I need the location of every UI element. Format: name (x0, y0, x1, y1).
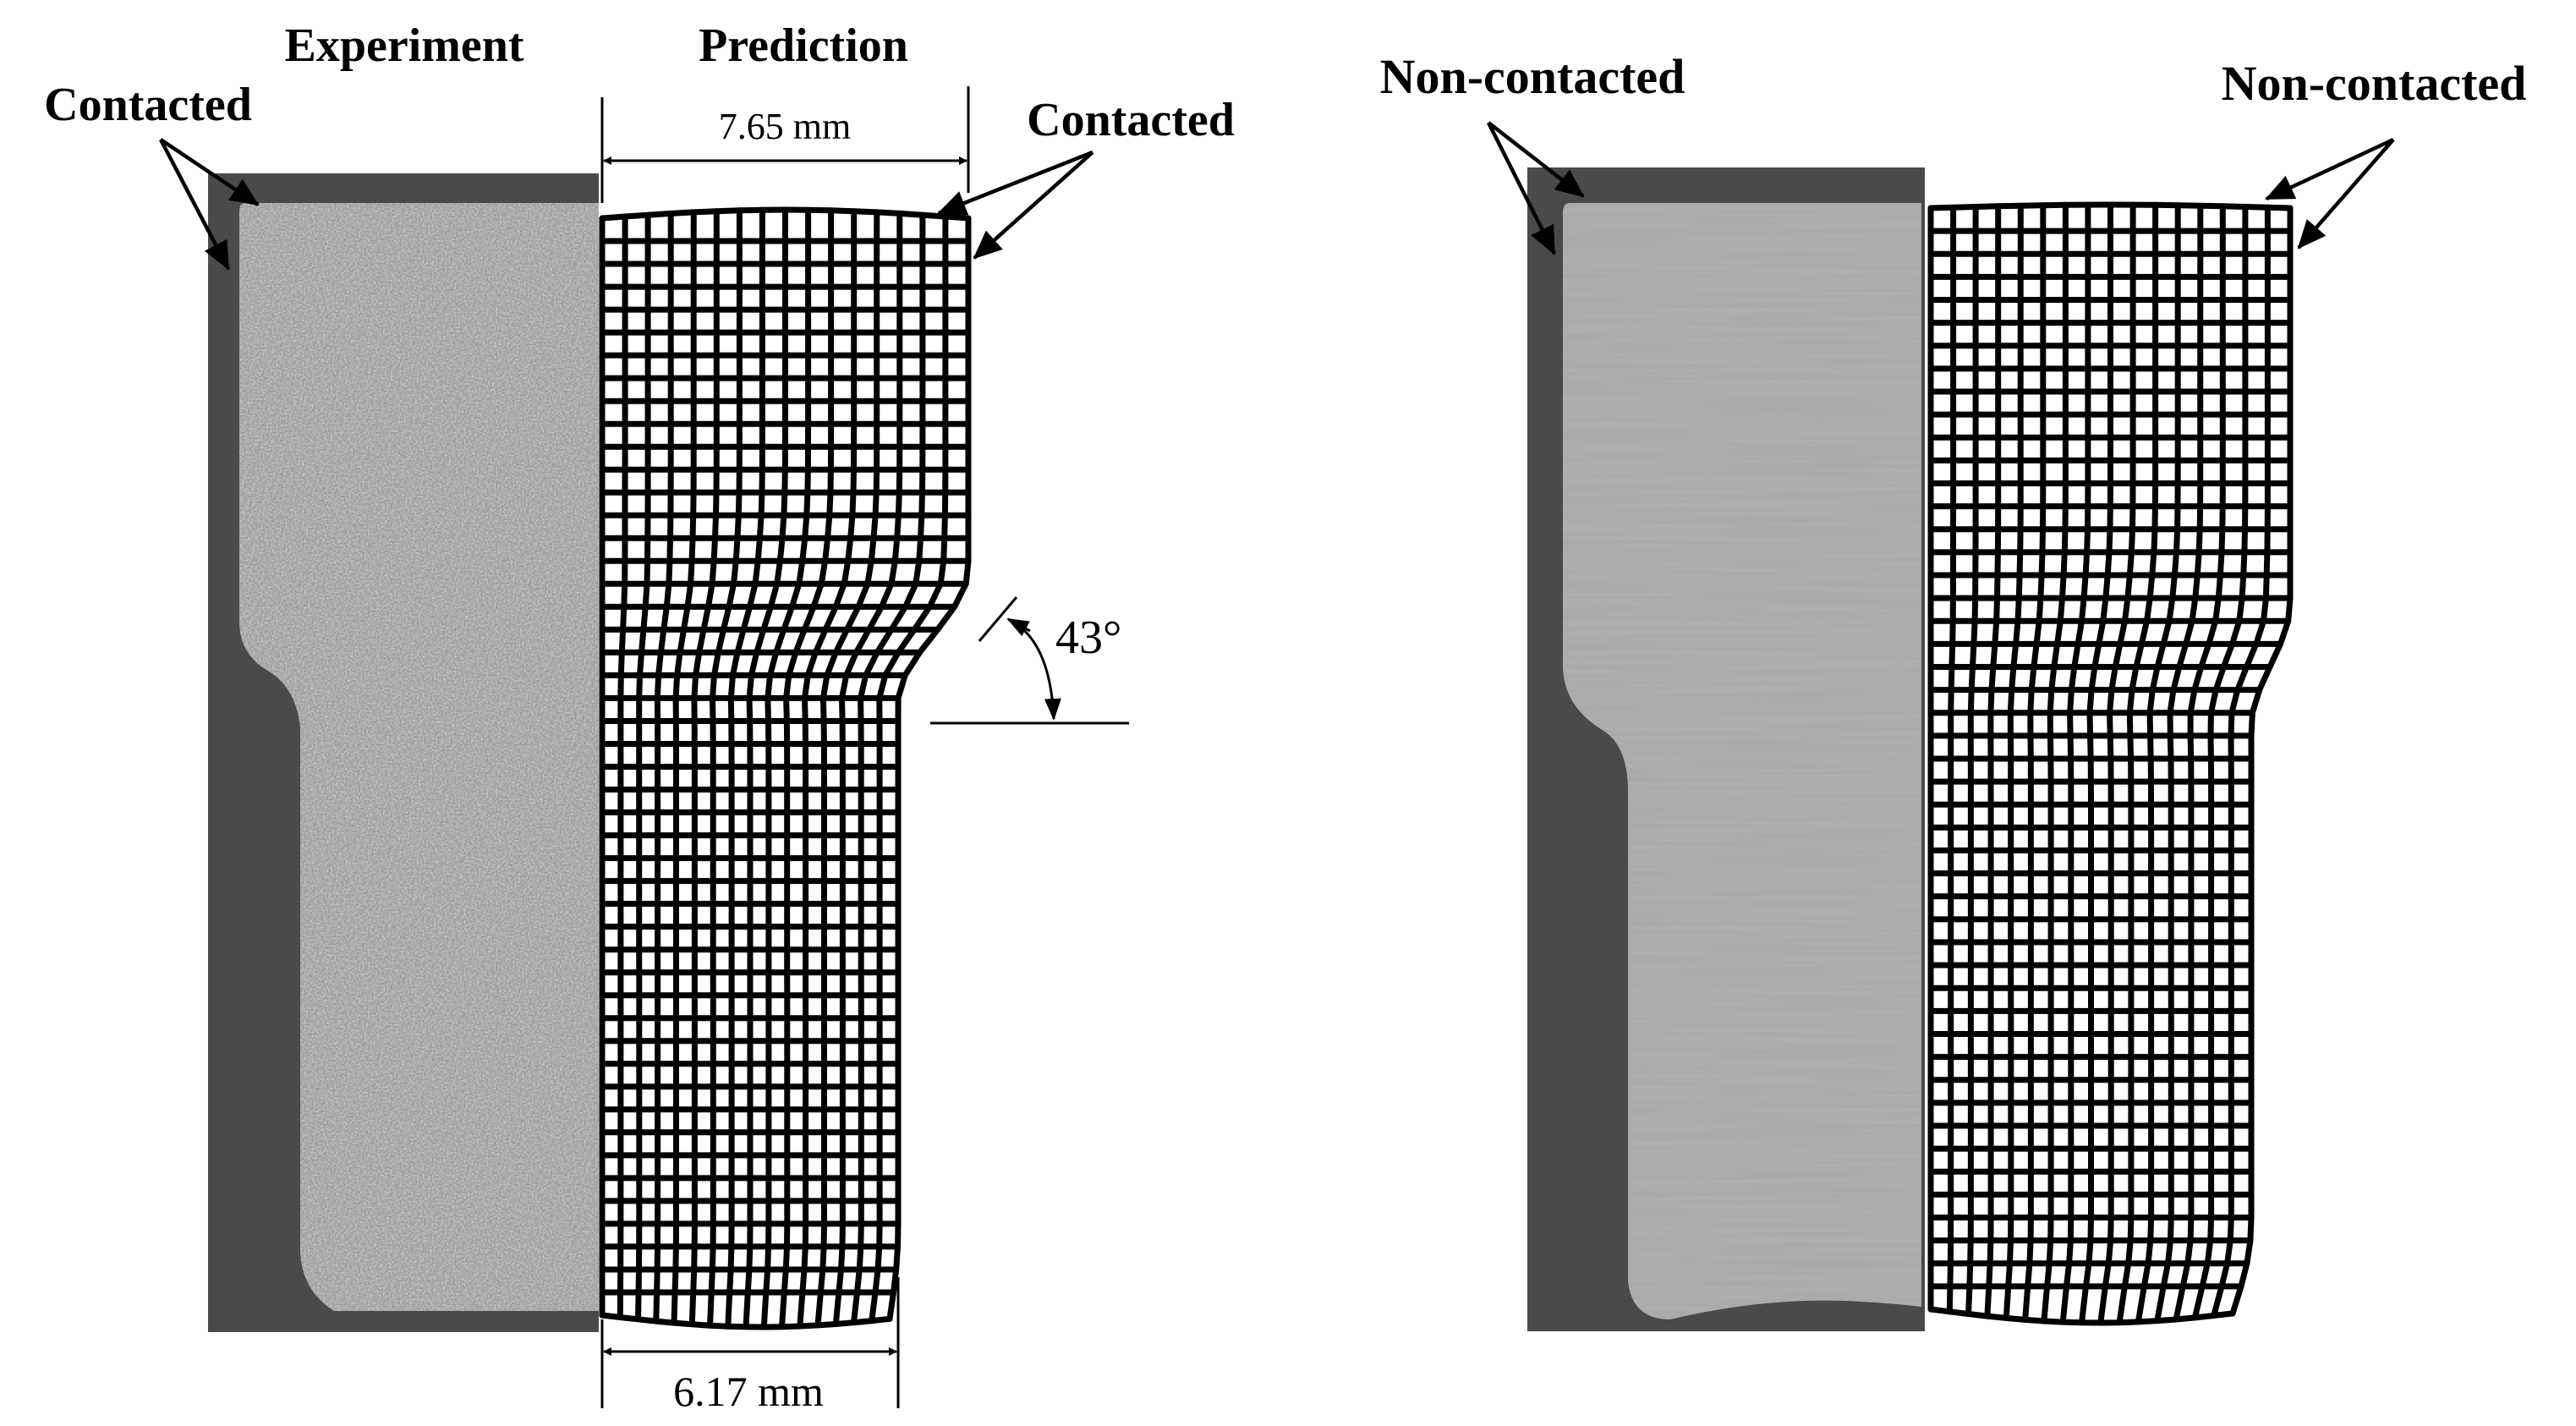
angle-slope-reference (978, 596, 1018, 642)
right-mesh-column-line (2211, 204, 2271, 1319)
callout-contacted-experiment-arrow-1 (159, 138, 260, 206)
right-mesh-column-line (2173, 203, 2226, 1323)
right-prediction-mesh (1927, 201, 2294, 1326)
left-experiment-photo (208, 173, 599, 1332)
right-mesh-column-line (2229, 205, 2294, 1317)
left-mesh-column-line (869, 213, 949, 1325)
callout-non-contacted-experiment-label: Non-contacted (1380, 49, 1685, 104)
left-mesh-column-line (779, 207, 835, 1330)
right-mesh-column-line (1984, 203, 2002, 1319)
header-prediction: Prediction (699, 19, 908, 72)
left-mesh-column-line (671, 209, 697, 1326)
right-mesh-column-line (2116, 201, 2159, 1326)
left-mesh-column-line (760, 206, 812, 1330)
callout-non-contacted-prediction-arrow-2 (2297, 138, 2395, 250)
angle-arc-start-arrow (1006, 617, 1031, 637)
left-mesh-column-line (688, 208, 720, 1328)
dimension-top-label: 7.65 mm (719, 106, 851, 147)
left-mesh-column-line (725, 206, 765, 1330)
left-mesh-column-line (617, 213, 628, 1320)
left-mesh-column-line (851, 211, 926, 1326)
left-mesh-column-line (743, 206, 788, 1330)
callout-non-contacted-prediction-arrow-1 (2265, 137, 2394, 201)
right-mesh-column-line (2097, 201, 2136, 1326)
left-mesh-column-line (832, 210, 903, 1327)
right-mesh-column-line (2041, 201, 2069, 1325)
angle-arc (1009, 618, 1061, 721)
callout-contacted-prediction-arrow-2 (973, 151, 1094, 260)
callout-contacted-experiment-label: Contacted (44, 79, 252, 131)
right-specimen-texture (1563, 203, 1921, 1319)
right-mesh-column-line (1946, 204, 1957, 1315)
callout-contacted-experiment-arrow-2 (159, 138, 230, 271)
callout-non-contacted-prediction-label: Non-contacted (2222, 56, 2527, 111)
angle-label: 43° (1055, 612, 1121, 664)
callout-non-contacted-prediction: Non-contacted (2222, 56, 2527, 250)
dimension-top-7-65mm: 7.65 mm (600, 86, 970, 203)
left-mesh-column-line (886, 215, 972, 1322)
callout-non-contacted-experiment: Non-contacted (1380, 49, 1685, 255)
left-mesh-column-line (814, 209, 880, 1329)
right-mesh-column-line (2059, 201, 2091, 1325)
left-mesh-column-line (635, 211, 651, 1323)
right-experiment-photo (1527, 167, 1925, 1331)
right-mesh-column-line (2022, 202, 2047, 1323)
callout-contacted-prediction-label: Contacted (1027, 94, 1235, 146)
header-experiment: Experiment (284, 19, 523, 72)
left-mesh-column-line (797, 208, 858, 1330)
right-mesh-column-line (2191, 204, 2249, 1321)
right-mesh-column-line (2154, 202, 2204, 1325)
callout-contacted-prediction: Contacted (937, 94, 1235, 260)
left-mesh-column-line (707, 207, 743, 1329)
dimension-bottom-6-17mm: 6.17 mm (600, 1277, 900, 1415)
right-mesh-column-line (1965, 204, 1979, 1317)
right-mesh-column-line (2003, 202, 2024, 1321)
right-mesh-column-line (2079, 201, 2113, 1326)
callout-non-contacted-experiment-arrow-1 (1487, 121, 1585, 198)
left-prediction-mesh (599, 206, 972, 1330)
left-mesh-column-line (653, 210, 674, 1325)
right-mesh-column-line (2135, 202, 2181, 1325)
callout-non-contacted-experiment-arrow-2 (1486, 121, 1557, 255)
left-specimen-texture (239, 203, 599, 1311)
angle-annotation: 43° (930, 596, 1129, 725)
callout-contacted-experiment: Contacted (44, 79, 260, 271)
dimension-bottom-label: 6.17 mm (673, 1368, 824, 1415)
callout-contacted-prediction-arrow-1 (937, 150, 1093, 216)
